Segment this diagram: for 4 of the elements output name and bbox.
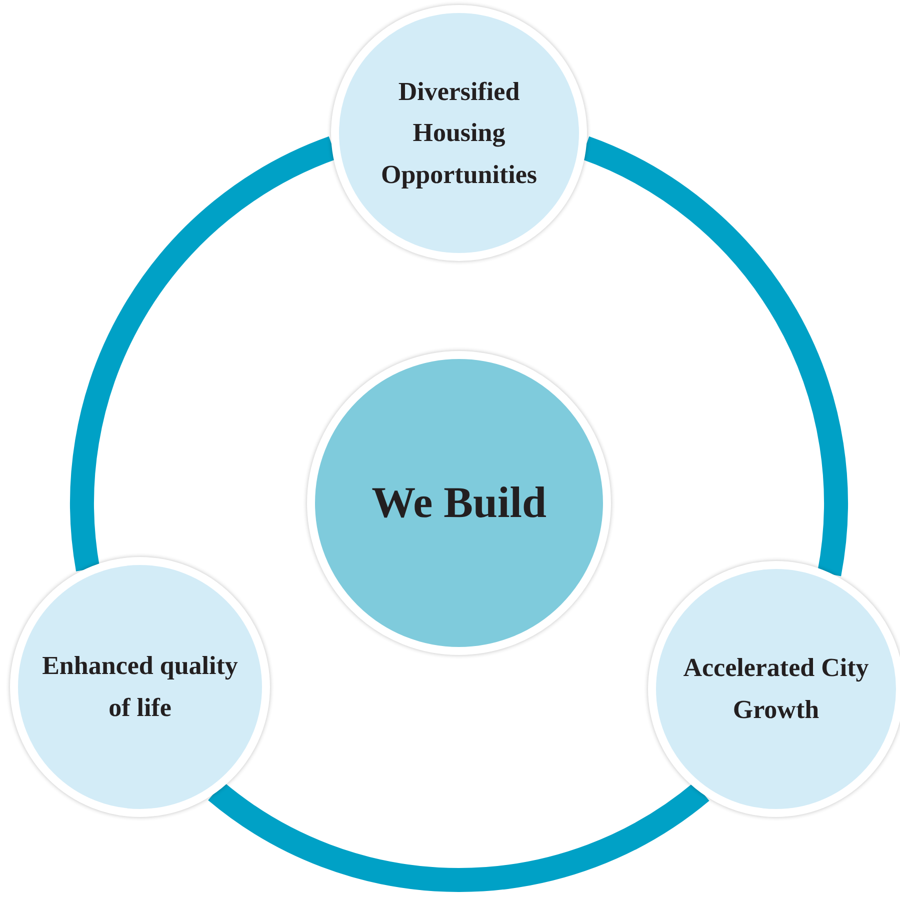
node-label: Enhanced quality of life bbox=[41, 650, 239, 724]
node-label: Diversified Housing Opportunities bbox=[380, 76, 538, 191]
node-label: Accelerated City Growth bbox=[682, 652, 870, 726]
node-label: We Build bbox=[372, 476, 546, 529]
